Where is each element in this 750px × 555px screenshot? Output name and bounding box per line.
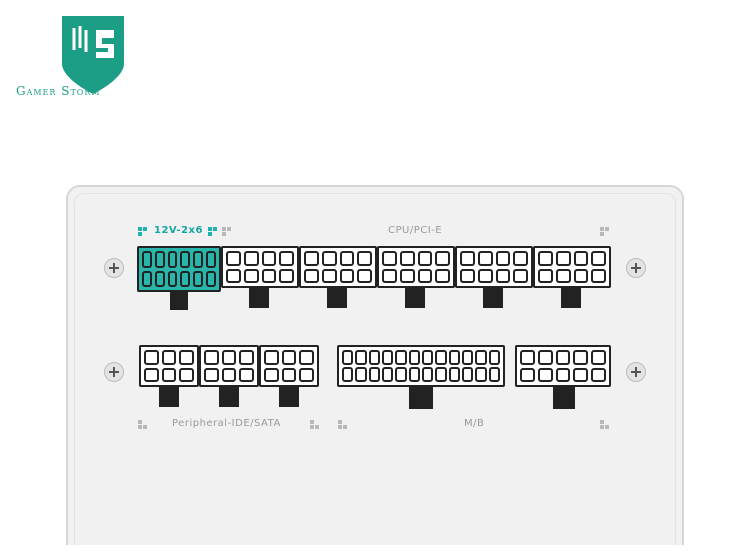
dot-marker-icon: [222, 227, 231, 236]
connector-peripheral-2: [199, 345, 259, 387]
screw-icon: [104, 258, 124, 278]
connector-latch: [405, 288, 425, 308]
connector-latch: [409, 387, 433, 409]
connector-mb-10pin: [515, 345, 611, 387]
connector-mb-24pin: [337, 345, 505, 387]
gamer-storm-logo: [62, 16, 124, 94]
screw-icon: [626, 362, 646, 382]
screw-icon: [104, 362, 124, 382]
brand-wordmark: Gamer Storm: [16, 84, 101, 98]
label-mb: M/B: [464, 418, 485, 429]
dot-marker-icon: [310, 420, 319, 429]
connector-latch: [219, 387, 239, 407]
label-peripheral-ide-sata: Peripheral-IDE/SATA: [172, 418, 281, 429]
connector-latch: [561, 288, 581, 308]
connector-peripheral-1: [139, 345, 199, 387]
connector-cpu-pcie-1: [221, 246, 299, 288]
dot-marker-icon: [138, 227, 147, 236]
dot-marker-icon: [600, 227, 609, 236]
connector-latch: [170, 292, 188, 310]
connector-cpu-pcie-4: [455, 246, 533, 288]
panel-inner-border: [74, 193, 676, 545]
dot-marker-icon: [208, 227, 217, 236]
screw-icon: [626, 258, 646, 278]
label-cpu-pcie: CPU/PCI-E: [388, 225, 443, 236]
connector-cpu-pcie-5: [533, 246, 611, 288]
connector-latch: [327, 288, 347, 308]
dot-marker-icon: [600, 420, 609, 429]
connector-cpu-pcie-3: [377, 246, 455, 288]
connector-cpu-pcie-2: [299, 246, 377, 288]
connector-peripheral-3: [259, 345, 319, 387]
dot-marker-icon: [138, 420, 147, 429]
connector-latch: [249, 288, 269, 308]
connector-latch: [159, 387, 179, 407]
connector-latch: [483, 288, 503, 308]
connector-latch: [553, 387, 575, 409]
dot-marker-icon: [338, 420, 347, 429]
label-12v-2x6: 12V-2x6: [154, 225, 203, 236]
connector-latch: [279, 387, 299, 407]
connector-12v-2x6: [137, 246, 221, 292]
